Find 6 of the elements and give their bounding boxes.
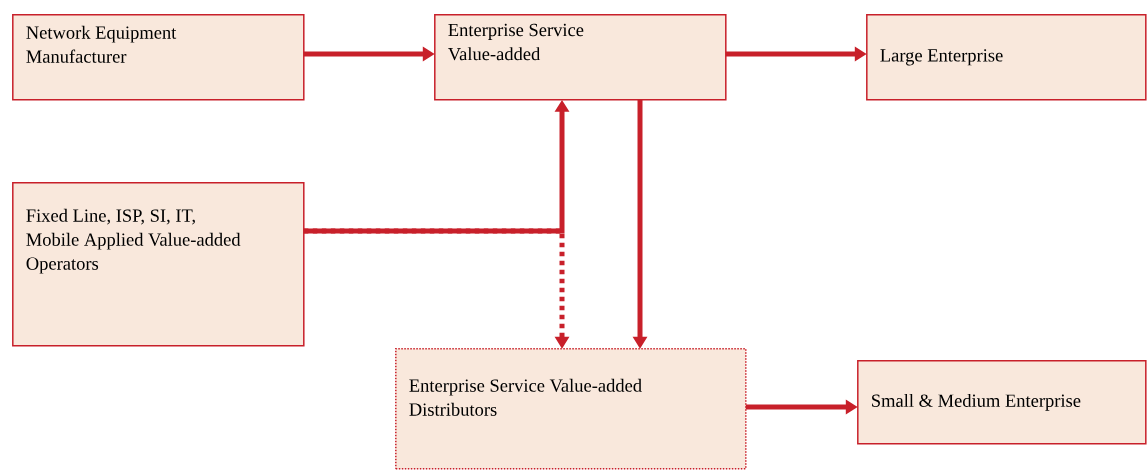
process-box: Large Enterprise [866, 14, 1147, 101]
process-box: Enterprise Service Value-added Distributors [395, 348, 747, 470]
process-box: Network Equipment Manufacturer [12, 14, 305, 101]
process-box: Small & Medium Enterprise [857, 360, 1147, 445]
process-box: Enterprise Service Value-added [434, 14, 727, 101]
process-box: Fixed Line, ISP, SI, IT, Mobile Applied Value-added Operators [12, 182, 305, 347]
